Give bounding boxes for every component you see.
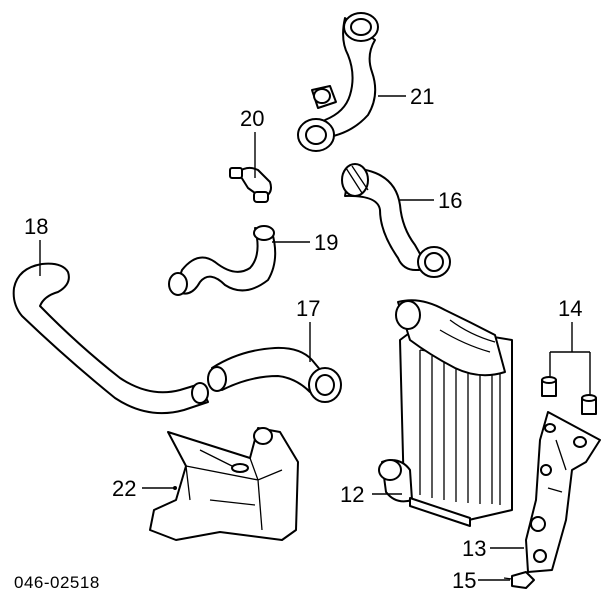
mounts-14: [541, 376, 597, 415]
intercooler-12: [378, 299, 513, 527]
callout-21: 21: [410, 84, 434, 109]
callout-22: 22: [112, 476, 136, 501]
callout-16: 16: [438, 188, 462, 213]
callout-17: 17: [296, 296, 320, 321]
hose-17: [207, 346, 342, 403]
duct-22: [149, 427, 299, 541]
bracket-13: [525, 411, 601, 573]
callout-19: 19: [314, 230, 338, 255]
callout-20: 20: [240, 106, 264, 131]
bolt-15: [503, 571, 535, 589]
reference-number: 046-02518: [14, 573, 100, 592]
pipe-18: [12, 262, 209, 415]
callout-15: 15: [452, 568, 476, 593]
hose-21: [297, 12, 379, 152]
callout-13: 13: [462, 536, 486, 561]
callout-14: 14: [558, 296, 582, 321]
callout-12: 12: [340, 482, 364, 507]
fitting-20: [229, 166, 272, 203]
callout-18: 18: [24, 214, 48, 239]
hose-16: [341, 163, 451, 278]
leader-lines: [39, 95, 591, 581]
hose-19: [168, 225, 277, 296]
